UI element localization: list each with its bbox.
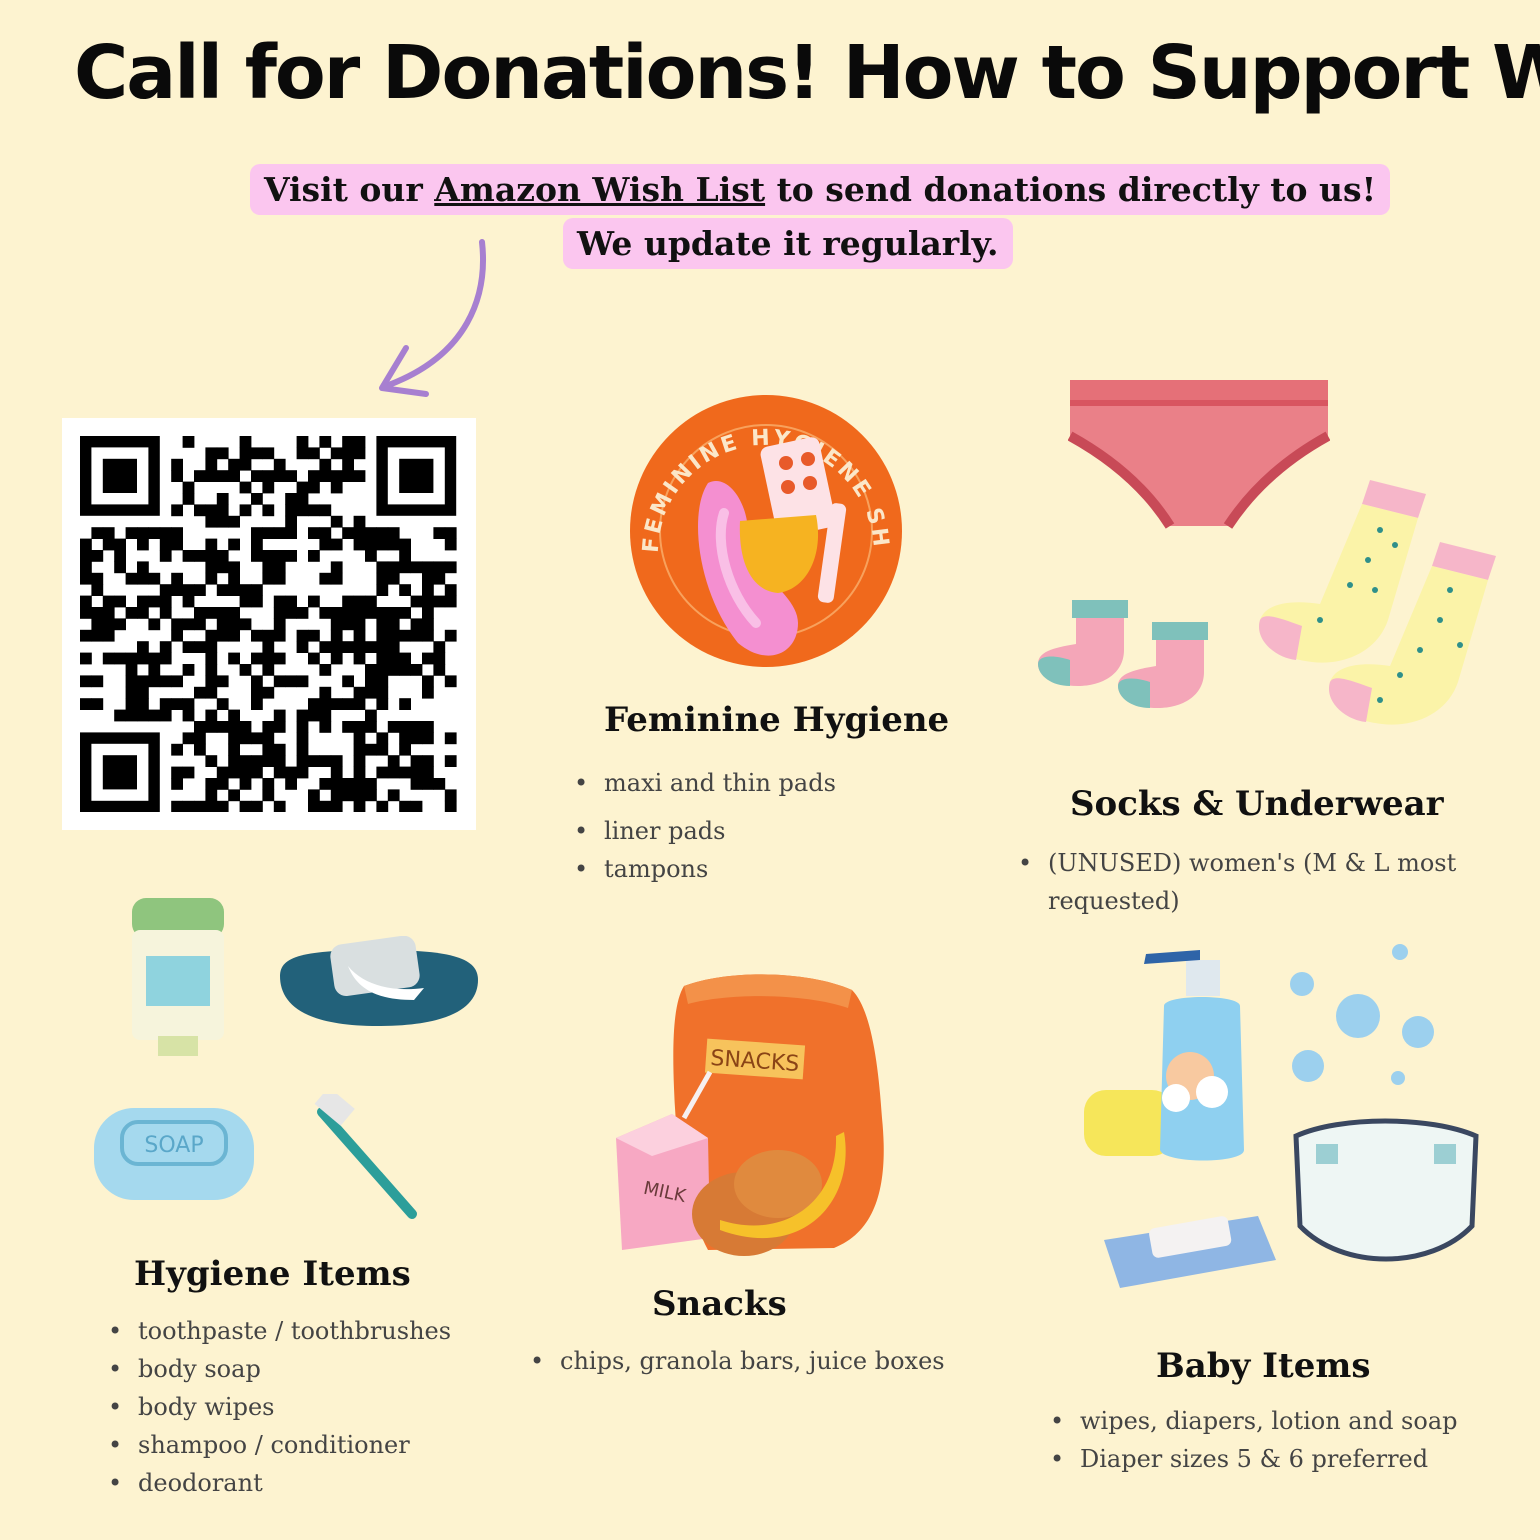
snacks-list: chips, granola bars, juice boxes <box>530 1342 990 1380</box>
socks-underwear-list: (UNUSED) women's (M & L most requested) <box>1018 844 1478 920</box>
list-item: toothpaste / toothbrushes <box>108 1312 508 1350</box>
banner-suffix: to send donations directly to us! <box>765 170 1377 209</box>
curved-arrow-icon <box>379 239 486 397</box>
underwear-illustration <box>1068 380 1330 529</box>
snacks-bag-label: SNACKS <box>710 1046 800 1077</box>
baby-items-list: wipes, diapers, lotion and soap Diaper s… <box>1050 1402 1510 1478</box>
list-item: chips, granola bars, juice boxes <box>530 1342 990 1380</box>
body-wipes-illustration <box>280 936 478 1026</box>
list-item: body soap <box>108 1350 508 1388</box>
page-title: Call for Donations! How to Support WDDC <box>74 30 1540 116</box>
list-item: tampons <box>574 850 934 888</box>
feminine-hygiene-badge-illustration: FEMININE HYGIENE SHOULD BE FREE <box>628 393 902 667</box>
list-item: wipes, diapers, lotion and soap <box>1050 1402 1510 1440</box>
feminine-hygiene-list: maxi and thin pads liner pads tampons <box>574 764 934 888</box>
amazon-wish-list-link[interactable]: Amazon Wish List <box>434 170 766 209</box>
baby-items-heading: Baby Items <box>1156 1346 1371 1386</box>
wishlist-banner-line2: We update it regularly. <box>563 218 1013 269</box>
list-item: Diaper sizes 5 & 6 preferred <box>1050 1440 1510 1478</box>
list-item: (UNUSED) women's (M & L most requested) <box>1018 844 1478 920</box>
list-item: maxi and thin pads <box>574 764 934 802</box>
ankle-socks-illustration <box>1038 600 1208 708</box>
deodorant-illustration <box>132 898 224 1056</box>
qr-code-icon <box>80 436 457 812</box>
toothbrush-illustration <box>314 1094 417 1219</box>
list-item: shampoo / conditioner <box>108 1426 508 1464</box>
hygiene-items-list: toothpaste / toothbrushes body soap body… <box>108 1312 508 1502</box>
feminine-hygiene-heading: Feminine Hygiene <box>604 700 950 740</box>
list-item: body wipes <box>108 1388 508 1426</box>
banner-prefix: Visit our <box>264 170 435 209</box>
snacks-heading: Snacks <box>652 1284 787 1324</box>
long-socks-illustration <box>1258 480 1496 725</box>
list-item: liner pads <box>574 812 934 850</box>
list-item: deodorant <box>108 1464 508 1502</box>
soap-bar-illustration: SOAP <box>94 1108 254 1200</box>
wishlist-banner-line1: Visit our Amazon Wish List to send donat… <box>250 164 1391 215</box>
soap-label: SOAP <box>144 1133 203 1158</box>
snacks-illustration: SNACKS MILK <box>616 974 884 1256</box>
qr-code[interactable] <box>62 418 476 830</box>
hygiene-items-heading: Hygiene Items <box>134 1254 411 1294</box>
baby-items-illustration <box>1084 944 1479 1288</box>
socks-underwear-heading: Socks & Underwear <box>1070 784 1444 824</box>
